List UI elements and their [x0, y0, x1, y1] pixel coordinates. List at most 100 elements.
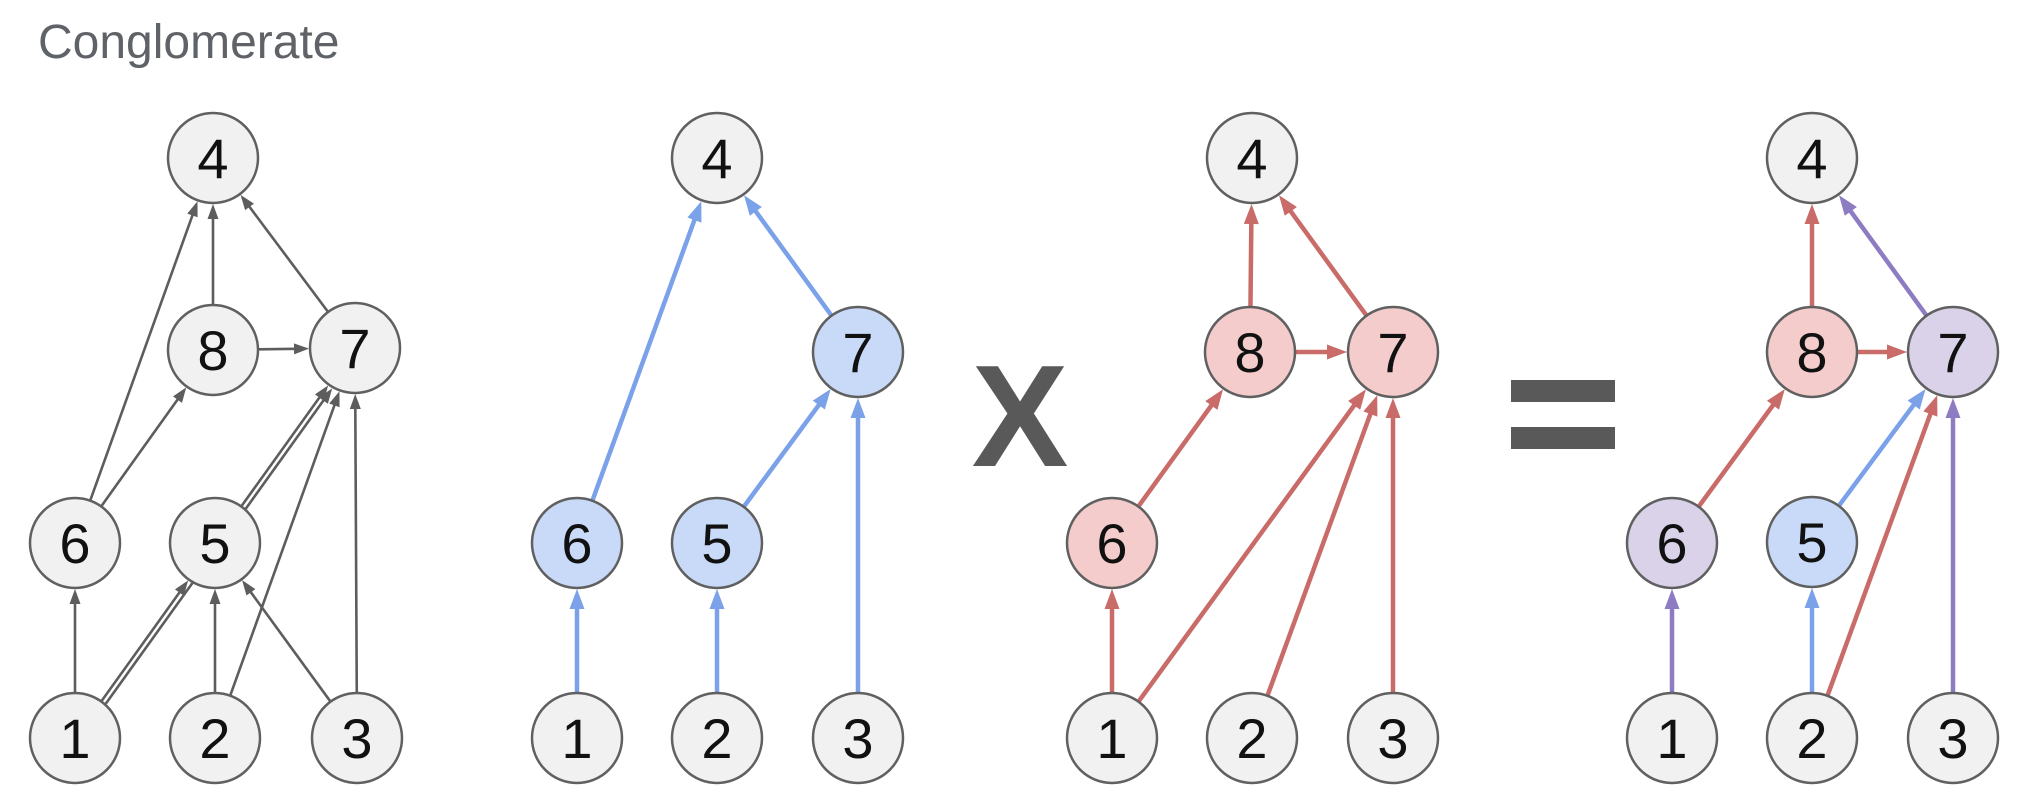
edge-8-4: [1804, 204, 1820, 306]
edge-3-7: [1385, 398, 1401, 692]
edge-2-5: [1804, 588, 1820, 692]
arrowhead-icon-3-7: [349, 393, 361, 410]
node-label-2: 2: [1236, 707, 1267, 770]
arrowhead-icon-7-4: [1279, 195, 1297, 216]
node-circle-7: [811, 305, 905, 399]
node-1: 1: [1625, 691, 1719, 785]
node-label-3: 3: [1937, 707, 1968, 770]
node-label-1: 1: [1096, 707, 1127, 770]
edge-line-1-5: [100, 590, 182, 702]
arrowhead-icon-2-5: [209, 589, 221, 604]
node-circle-2: [168, 691, 262, 785]
node-1: 1: [530, 691, 624, 785]
node-label-1: 1: [59, 707, 90, 770]
node-circle-4: [1765, 111, 1859, 205]
arrowhead-icon-8-4: [1243, 203, 1259, 225]
node-circle-7: [1346, 305, 1440, 399]
node-label-6: 6: [1096, 512, 1127, 575]
arrowhead-icon-3-7: [1945, 398, 1961, 418]
node-circle-1: [1065, 691, 1159, 785]
node-circle-8: [166, 303, 260, 397]
edge-line-8-4: [1248, 221, 1254, 307]
arrowhead-icon-2-7: [1363, 395, 1378, 417]
arrowhead-icon-6-8: [173, 387, 187, 403]
arrowhead-icon-5-7: [812, 389, 831, 410]
node-circle-3: [1906, 691, 2000, 785]
node-6: 6: [1065, 496, 1159, 590]
edge-line-7-4: [247, 204, 329, 312]
edge-1-6: [69, 589, 81, 692]
node-7: 7: [308, 301, 402, 395]
arrowhead-icon-2-5: [709, 589, 725, 609]
equals-bar-bottom: [1511, 427, 1615, 449]
edge-7-4: [744, 195, 833, 317]
node-circle-5: [168, 496, 262, 590]
equals-bar-top: [1511, 380, 1615, 402]
node-circle-1: [530, 691, 624, 785]
edge-line-7-4: [752, 208, 833, 317]
arrowhead-icon-6-8: [1205, 389, 1224, 410]
arrowhead-icon-1-6: [569, 589, 585, 609]
edge-5-7: [1837, 388, 1926, 507]
edge-line-3-7: [354, 406, 359, 693]
node-8: 8: [166, 303, 260, 397]
node-circle-2: [670, 691, 764, 785]
node-4: 4: [670, 111, 764, 205]
node-circle-4: [670, 111, 764, 205]
arrowhead-icon-3-7: [850, 398, 866, 418]
node-7: 7: [1906, 305, 2000, 399]
edge-8-7: [1296, 344, 1347, 360]
arrowhead-icon-6-8: [1766, 389, 1785, 410]
node-label-4: 4: [197, 127, 228, 190]
edge-line-2-7: [229, 403, 337, 696]
node-label-5: 5: [701, 512, 732, 575]
edge-6-8: [100, 387, 187, 507]
node-1: 1: [1065, 691, 1159, 785]
node-5: 5: [168, 496, 262, 590]
edge-line-1-7: [1137, 402, 1358, 703]
node-6: 6: [1625, 496, 1719, 590]
node-label-7: 7: [1377, 321, 1408, 384]
edge-8-7: [1858, 344, 1907, 360]
node-circle-2: [1765, 691, 1859, 785]
node-3: 3: [310, 691, 404, 785]
edge-line-6-8: [1697, 402, 1776, 508]
node-3: 3: [811, 691, 905, 785]
node-circle-4: [1205, 111, 1299, 205]
edge-line-6-4: [89, 213, 195, 501]
node-label-8: 8: [1234, 321, 1265, 384]
arrowhead-icon-5-7: [1907, 388, 1926, 410]
node-circle-4: [166, 111, 260, 205]
node-circle-6: [530, 496, 624, 590]
arrowhead-icon-2-5: [1804, 588, 1820, 608]
node-label-4: 4: [701, 127, 732, 190]
arrowhead-icon-8-4: [1804, 204, 1820, 224]
node-circle-1: [28, 691, 122, 785]
page-title: Conglomerate: [38, 16, 340, 69]
arrowhead-icon-6-4: [187, 201, 198, 218]
node-label-4: 4: [1796, 127, 1827, 190]
edge-line-2-7: [1825, 411, 1934, 696]
arrowhead-icon-1-7: [1348, 389, 1366, 410]
node-label-3: 3: [1377, 707, 1408, 770]
arrowhead-icon-8-4: [207, 204, 219, 219]
node-6: 6: [530, 496, 624, 590]
node-circle-3: [310, 691, 404, 785]
node-label-1: 1: [1656, 707, 1687, 770]
arrowhead-icon-2-7: [1923, 395, 1938, 417]
arrowhead-icon-1-6: [1664, 589, 1680, 609]
edge-5-7: [742, 389, 831, 508]
arrowhead-icon-7-4: [1839, 195, 1857, 216]
node-circle-7: [308, 301, 402, 395]
edge-2-5: [709, 589, 725, 692]
node-label-7: 7: [339, 317, 370, 380]
arrowhead-icon-1-7: [318, 388, 333, 404]
arrowhead-icon-6-4: [687, 201, 702, 223]
node-label-1: 1: [561, 707, 592, 770]
edge-line-6-8: [1137, 402, 1215, 508]
arrowhead-icon-3-7: [1385, 398, 1401, 418]
